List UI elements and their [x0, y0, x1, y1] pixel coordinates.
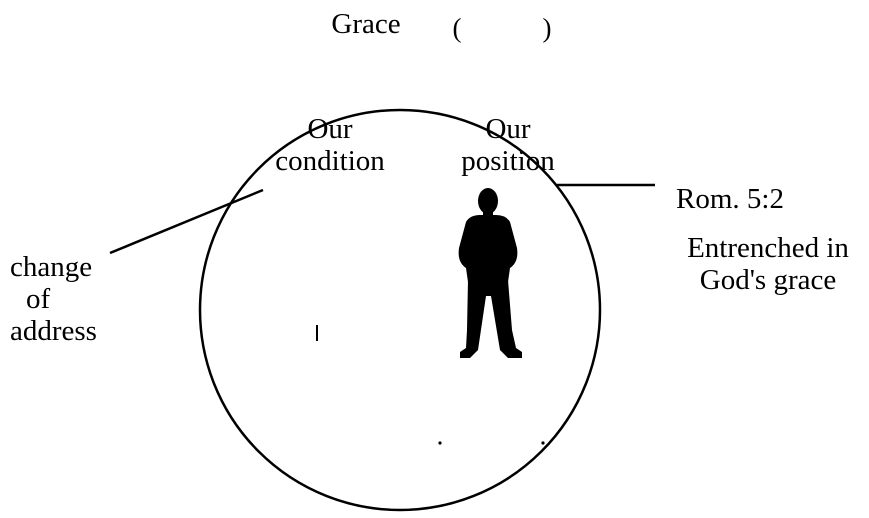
standing-person-silhouette-icon [458, 188, 522, 358]
title-open-paren: ( [452, 13, 462, 43]
title-grace: Grace [331, 8, 401, 40]
our-position-label-line2: position [461, 145, 555, 177]
change-of-address-label-line1: change [10, 251, 93, 283]
our-position-label-line1: Our [485, 113, 531, 145]
change-of-address-label-line2: of [26, 283, 51, 315]
grace-circle [198, 108, 602, 512]
our-condition-label-line2: condition [275, 145, 385, 177]
change-of-address-leader-line [109, 188, 264, 255]
entrenched-label-line1: Entrenched in [687, 232, 849, 264]
entrenched-label-line2: God's grace [699, 264, 837, 296]
our-condition-label-line1: Our [307, 113, 353, 145]
title-close-paren: ) [542, 13, 552, 43]
dot-mark [541, 441, 545, 445]
rom-reference-label: Rom. 5:2 [676, 183, 784, 215]
change-of-address-label-line3: address [10, 315, 97, 347]
dot-mark [438, 441, 442, 445]
